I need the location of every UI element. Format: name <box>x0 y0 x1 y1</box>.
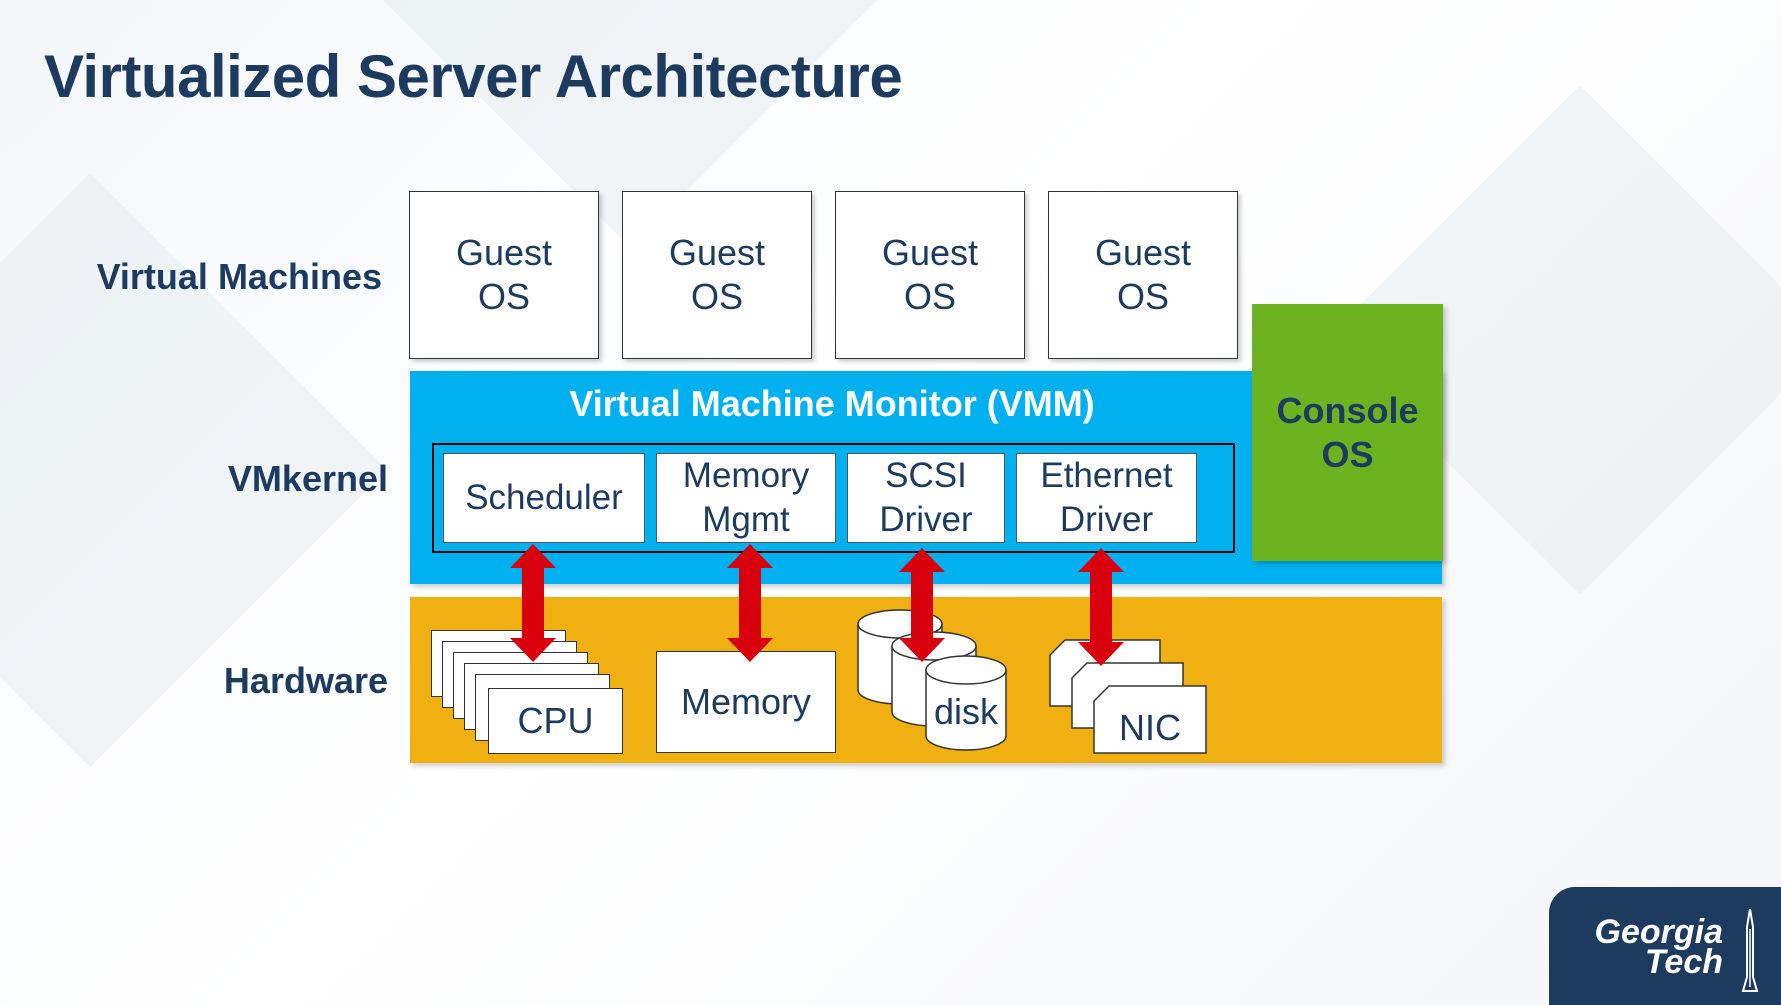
guest-os-line2: OS <box>690 276 743 317</box>
console-line2: OS <box>1321 433 1374 475</box>
guest-os-line1: Guest <box>455 232 553 273</box>
console-line1: Console <box>1276 389 1419 431</box>
module-line1: Memory <box>682 456 810 495</box>
module-line1: Scheduler <box>465 478 623 517</box>
double-arrow-icon <box>727 544 773 662</box>
module-ethernet-driver: Ethernet Driver <box>1016 453 1197 543</box>
label-hardware: Hardware <box>223 660 388 701</box>
module-memory-mgmt: Memory Mgmt <box>656 453 836 543</box>
module-line1: SCSI <box>885 456 967 495</box>
logo-line1: Georgia <box>1594 913 1723 951</box>
module-line1: Ethernet <box>1040 456 1173 495</box>
guest-os-line1: Guest <box>668 232 766 273</box>
label-vmkernel: VMkernel <box>227 458 388 499</box>
double-arrow-icon <box>1078 548 1124 666</box>
disk-label: disk <box>934 691 999 732</box>
logo-line2: Tech <box>1644 943 1723 981</box>
double-arrow-icon <box>899 548 945 662</box>
console-os-box: Console OS <box>1252 304 1443 561</box>
cpu-box: CPU <box>488 688 623 754</box>
module-scheduler: Scheduler <box>443 453 645 543</box>
tower-icon <box>1741 908 1759 992</box>
vmm-title: Virtual Machine Monitor (VMM) <box>569 383 1095 424</box>
module-line2: Mgmt <box>702 500 790 539</box>
guest-os-line1: Guest <box>1094 232 1192 273</box>
module-scsi-driver: SCSI Driver <box>847 453 1005 543</box>
module-line2: Driver <box>879 500 973 539</box>
guest-os-line2: OS <box>1116 276 1169 317</box>
memory-label: Memory <box>680 681 811 722</box>
module-line2: Driver <box>1059 500 1154 539</box>
double-arrow-icon <box>510 544 556 662</box>
guest-os-line2: OS <box>477 276 530 317</box>
cpu-label: CPU <box>517 700 594 741</box>
vmkernel-modules-frame <box>432 443 1235 553</box>
disk-cylinder <box>925 655 1007 751</box>
slide-title: Virtualized Server Architecture <box>44 43 903 110</box>
nic-label: NIC <box>1119 707 1181 748</box>
nic-card <box>1093 685 1207 754</box>
georgia-tech-logo: Georgia Tech <box>1549 887 1781 1005</box>
label-virtual-machines: Virtual Machines <box>96 256 382 297</box>
guest-os-line1: Guest <box>881 232 979 273</box>
guest-os-line2: OS <box>903 276 956 317</box>
memory-box: Memory <box>656 651 836 753</box>
